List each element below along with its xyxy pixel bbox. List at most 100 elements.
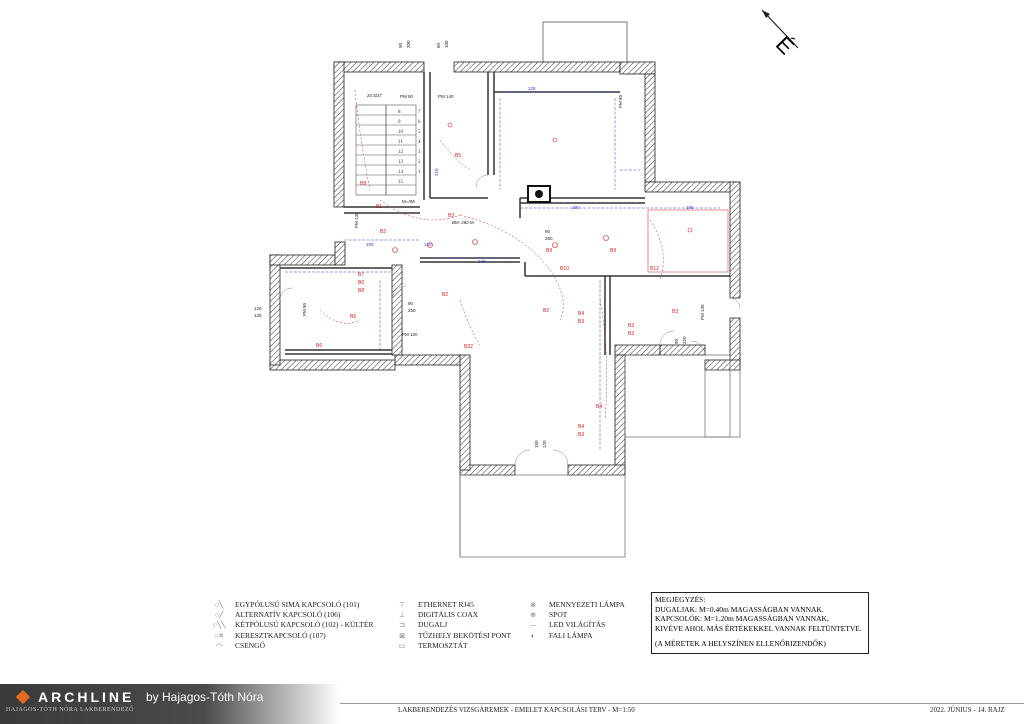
dim-label: M=4M	[402, 199, 415, 204]
thermostat-icon: ▭	[398, 641, 406, 650]
room-label: B9	[610, 248, 616, 254]
dim-label: PM 120	[402, 332, 418, 337]
dim: 130	[254, 313, 262, 318]
legend-item: ⊠TŰZHELY BEKÖTÉSI PONT	[399, 631, 511, 641]
dim-label: 20.5/27	[367, 93, 383, 98]
brand-author: by Hajagos-Tóth Nóra	[146, 690, 264, 704]
dim: 150	[534, 440, 539, 448]
stair-step: 1	[418, 170, 421, 175]
room-label: B3	[628, 323, 634, 329]
led-icon: —	[529, 621, 537, 630]
room-label: B1	[376, 204, 382, 210]
wall-lamp-icon: ◐	[530, 631, 536, 640]
legend-item: ◐FALI LÁMPA	[531, 631, 625, 641]
room-label: B12	[650, 266, 659, 272]
stair-step: 5	[418, 130, 421, 135]
chimney	[527, 185, 551, 203]
dim: 210	[434, 168, 439, 176]
dim: 120	[542, 440, 547, 448]
doors	[279, 174, 741, 466]
footer-divider	[340, 703, 1024, 704]
room-label: B22	[464, 344, 473, 350]
room-label: B10	[560, 266, 569, 272]
dim-label: PM 90	[302, 302, 307, 316]
room-label: B6	[358, 280, 364, 286]
dim: 220	[682, 336, 687, 344]
dim: 100	[366, 242, 374, 247]
legend-switches: ○╲EGYPÓLUSÚ SIMA KAPCSOLÓ (101) ○╱ALTERN…	[213, 600, 374, 651]
stair-step: 4	[418, 140, 421, 145]
notes-line: KAPCSOLÓK: M=1.20m MAGASSÁGBAN VANNAK,	[655, 614, 829, 623]
dim: 90	[545, 229, 551, 234]
room-label: B4	[596, 404, 602, 410]
drawing-title: LAKBERENDEZÉS VIZSGAREMEK - EMELET KAPCS…	[398, 706, 635, 714]
room-label: B2	[543, 308, 549, 314]
room-label: B3	[448, 213, 454, 219]
north-arrow-icon: É	[761, 9, 799, 59]
stair-step: 15	[398, 180, 404, 185]
room-label: B4	[578, 311, 584, 317]
dim: 200	[406, 40, 411, 48]
cross-switch-icon: ○✕	[213, 631, 225, 640]
dimensions: 90 200 60 100 PM 90 PM 140 PM 80 PM 130 …	[254, 40, 705, 448]
red-wiring	[319, 89, 729, 421]
legend-item: ⊐DUGALJ	[399, 620, 511, 630]
room-label: B9	[546, 248, 552, 254]
drawing-date: 2022. JÚNIUS - 14. RAJZ	[930, 706, 1005, 714]
room-labels: B5 B8 B1 B2 B3 B9 B9 B10 B12 B2 B2 B3 B6…	[316, 153, 678, 438]
ethernet-icon: ⊤	[398, 601, 406, 609]
dim-label: PM 140	[438, 94, 454, 99]
brand-name: ARCHLINE	[38, 689, 135, 705]
north-label: É	[771, 31, 799, 59]
room-label: B2	[380, 229, 386, 235]
legend-item: ○✕KERESZTKAPCSOLÓ (107)	[214, 631, 373, 641]
spot-icon: ⊕	[530, 611, 536, 620]
dim: 240	[478, 259, 486, 264]
single-switch-icon: ○╲	[214, 601, 224, 609]
room-label: B2	[442, 292, 448, 298]
dim: 260	[545, 236, 553, 241]
legend-item: ⊥DIGITÁLIS COAX	[399, 610, 511, 620]
dim-label: PM 130	[700, 304, 705, 320]
room-label: B8	[360, 181, 366, 187]
notes-line: DUGALJAK: M=0.40m MAGASSÁGBAN VANNAK.	[655, 604, 824, 614]
dim: 150	[424, 242, 432, 247]
archline-logo-icon	[16, 690, 30, 704]
legend-item: ◠CSENGŐ	[216, 641, 373, 651]
stair-step: 2	[418, 160, 421, 165]
stair-step: 3	[418, 150, 421, 155]
staircase	[355, 104, 417, 196]
blue-wiring	[285, 91, 720, 450]
ceiling-lamp-icon: ⊗	[530, 601, 536, 609]
room-label: B8	[358, 288, 364, 294]
dim: 120	[254, 306, 262, 311]
dim: 90	[408, 301, 414, 306]
legend-item: ⊗MENNYEZETI LÁMPA	[530, 600, 625, 610]
stair-step: 12	[398, 150, 404, 155]
legend-item: ○╲EGYPÓLUSÚ SIMA KAPCSOLÓ (101)	[215, 600, 373, 610]
top-balcony	[542, 21, 628, 65]
dim-label: BM: 260 M	[452, 220, 474, 225]
alternate-switch-icon: ○╱	[214, 611, 224, 620]
stair-step: 6	[418, 120, 421, 125]
room-label: B3	[578, 319, 584, 325]
stair-step: 14	[398, 170, 404, 175]
brand-bar	[0, 684, 340, 724]
stair-step: 10	[398, 130, 404, 135]
double-switch-icon: ○╲╲	[212, 621, 226, 630]
room-label: B3	[628, 331, 634, 337]
dim: 290	[572, 205, 580, 210]
stair-step: 9	[398, 120, 401, 125]
stair-step: 11	[398, 140, 403, 145]
legend-item: ○╲╲KÉTPÓLUSÚ KAPCSOLÓ (102) - KÜLTÉR	[213, 620, 374, 630]
dim: 90	[674, 338, 679, 344]
legend-item: ▭TERMOSZTÁT	[399, 641, 511, 651]
dim: 60	[436, 42, 441, 48]
interior-walls	[280, 72, 730, 355]
room-label: B6	[316, 343, 322, 349]
room-label: B5	[455, 153, 461, 159]
notes-title: MEGJEGYZÉS:	[655, 595, 706, 604]
exterior-walls	[269, 61, 741, 476]
legend-lights: ⊗MENNYEZETI LÁMPA ⊕SPOT —LED VILÁGÍTÁS ◐…	[530, 600, 625, 641]
